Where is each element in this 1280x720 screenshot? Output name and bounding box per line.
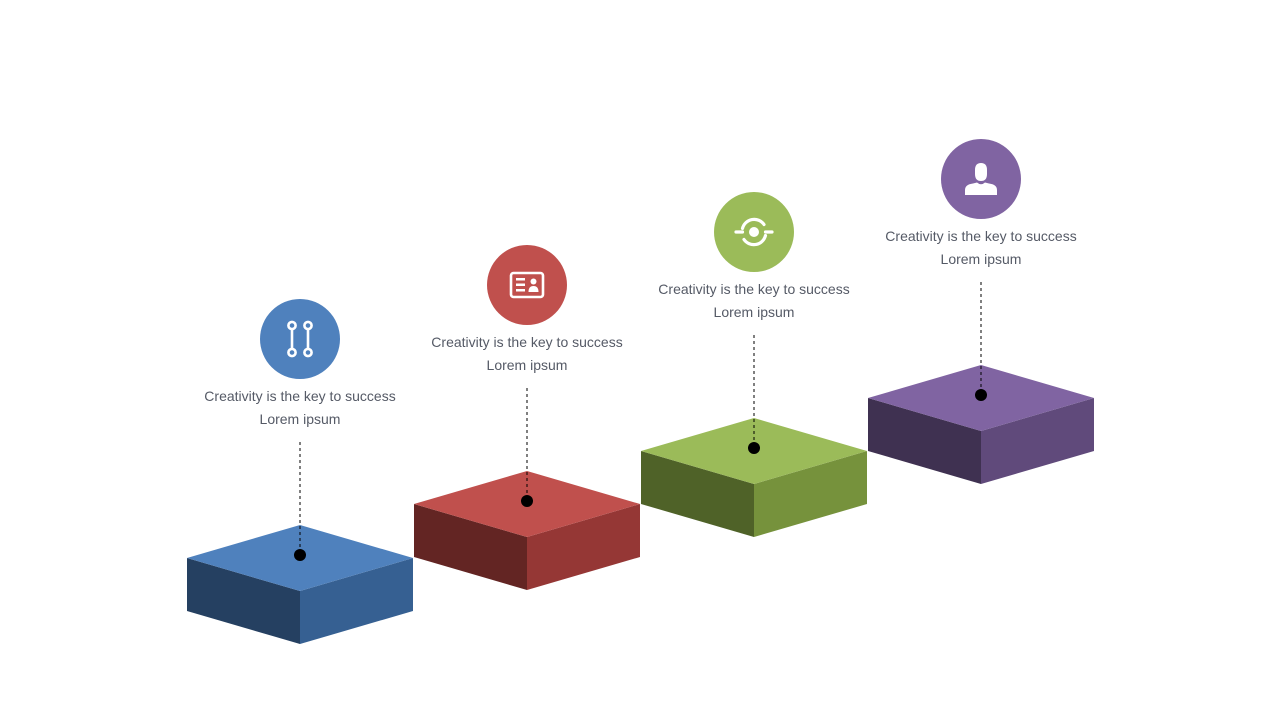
step-1-block-left-face [187,558,300,644]
step-2-icon-circle [487,245,567,325]
step-3-caption-line1: Creativity is the key to success [658,281,850,297]
step-2-caption: Creativity is the key to success Lorem i… [407,331,647,377]
step-2-caption-line2: Lorem ipsum [486,357,568,373]
step-3-icon-circle [714,192,794,272]
step-1-caption: Creativity is the key to success Lorem i… [180,385,420,431]
user-icon [965,163,997,195]
step-1-caption-line1: Creativity is the key to success [204,388,396,404]
connector-icon [287,320,313,358]
step-1-icon-circle [260,299,340,379]
step-2-anchor-dot [521,495,533,507]
step-4-caption-line1: Creativity is the key to success [885,228,1077,244]
step-1-caption-line2: Lorem ipsum [259,411,341,427]
step-4-block-left-face [868,398,981,484]
id-card-icon [509,271,545,299]
step-4-anchor-dot [975,389,987,401]
sync-icon [734,217,774,247]
step-1-block-right-face [300,558,413,644]
step-4-caption: Creativity is the key to success Lorem i… [861,225,1101,271]
step-2-block-right-face [527,504,640,590]
step-4-block-right-face [981,398,1094,484]
step-3-block-left-face [641,451,754,537]
step-4-icon-circle [941,139,1021,219]
step-3-anchor-dot [748,442,760,454]
step-1-anchor-dot [294,549,306,561]
step-4-caption-line2: Lorem ipsum [940,251,1022,267]
step-2-caption-line1: Creativity is the key to success [431,334,623,350]
step-3-block-right-face [754,451,867,537]
step-2-block-left-face [414,504,527,590]
step-3-caption-line2: Lorem ipsum [713,304,795,320]
step-3-caption: Creativity is the key to success Lorem i… [634,278,874,324]
